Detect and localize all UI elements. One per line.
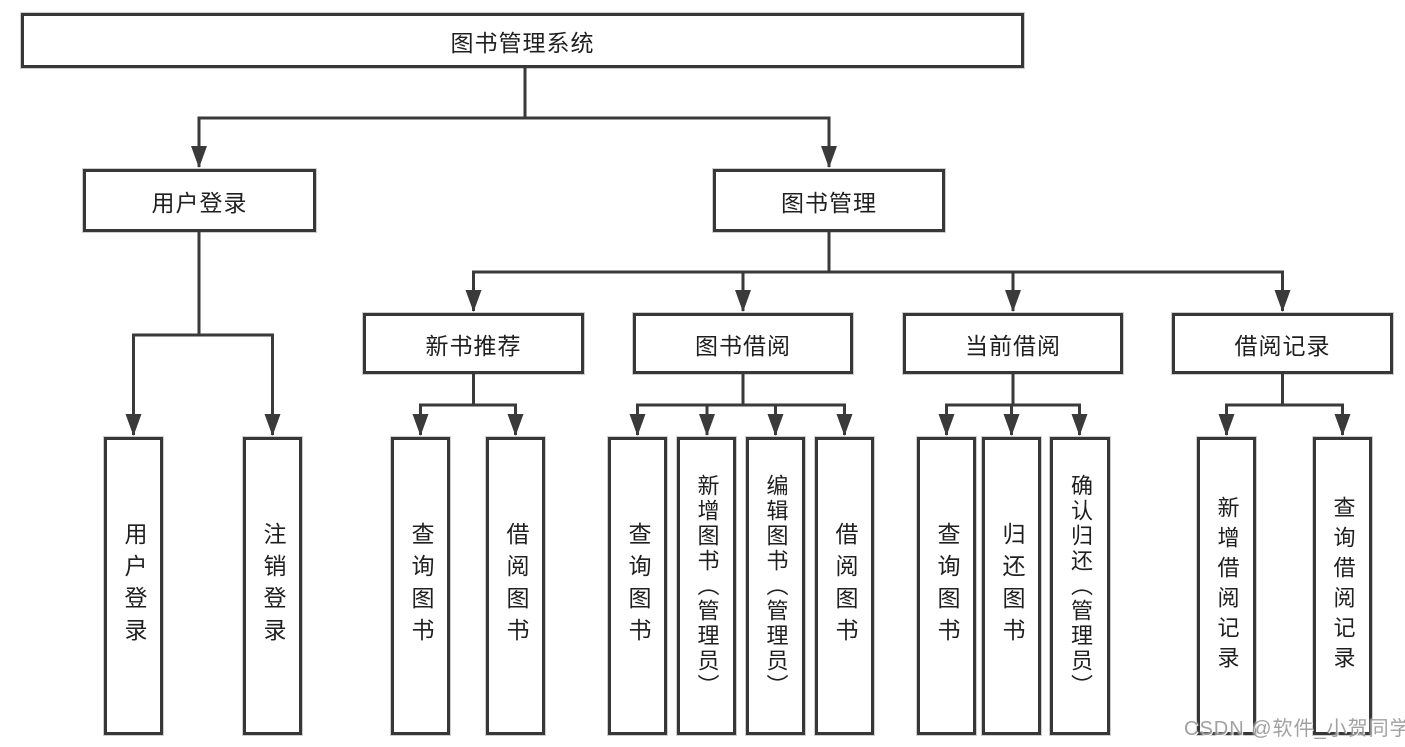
leaf-label: 查询图书 <box>625 522 651 650</box>
leaf-query-books-recommend: 查询图书 <box>391 437 450 735</box>
leaf-label: 编辑图书（管理员） <box>763 473 789 699</box>
node-library-management-system: 图书管理系统 <box>21 13 1024 68</box>
connector-lines <box>125 68 1351 436</box>
leaf-label: 新增图书（管理员） <box>694 473 720 699</box>
leaf-query-books-borrowing: 查询图书 <box>608 437 667 735</box>
leaf-label: 注销登录 <box>260 522 286 650</box>
watermark: CSDN @软件_小贺同学 <box>1184 718 1405 740</box>
node-borrowing-records: 借阅记录 <box>1172 313 1393 374</box>
leaf-logout: 注销登录 <box>243 437 302 735</box>
leaf-borrow-books-borrowing: 借阅图书 <box>815 437 874 735</box>
leaf-label: 归还图书 <box>999 522 1025 650</box>
leaf-label: 借阅图书 <box>503 522 529 650</box>
node-new-book-recommendation: 新书推荐 <box>363 313 584 374</box>
leaf-label: 查询图书 <box>934 522 960 650</box>
leaf-label: 查询图书 <box>408 522 434 650</box>
leaf-label: 查询借阅记录 <box>1330 496 1356 676</box>
leaf-return-books: 归还图书 <box>982 437 1041 735</box>
leaf-add-borrow-record: 新增借阅记录 <box>1197 437 1256 735</box>
leaf-query-borrow-record: 查询借阅记录 <box>1313 437 1372 735</box>
leaf-add-books-admin: 新增图书（管理员） <box>677 437 736 735</box>
leaf-label: 新增借阅记录 <box>1214 496 1240 676</box>
leaf-label: 用户登录 <box>121 522 147 650</box>
node-user-login: 用户登录 <box>83 169 316 232</box>
leaf-borrow-books-recommend: 借阅图书 <box>486 437 545 735</box>
leaf-user-login: 用户登录 <box>104 437 163 735</box>
leaf-label: 确认归还（管理员） <box>1068 473 1093 699</box>
node-book-borrowing: 图书借阅 <box>633 313 853 374</box>
leaf-query-books-current: 查询图书 <box>917 437 976 735</box>
node-current-borrowing: 当前借阅 <box>903 313 1123 374</box>
leaf-edit-books-admin: 编辑图书（管理员） <box>746 437 805 735</box>
leaf-label: 借阅图书 <box>832 522 858 650</box>
leaf-confirm-return-admin: 确认归还（管理员） <box>1050 437 1110 735</box>
node-book-management: 图书管理 <box>713 169 945 232</box>
